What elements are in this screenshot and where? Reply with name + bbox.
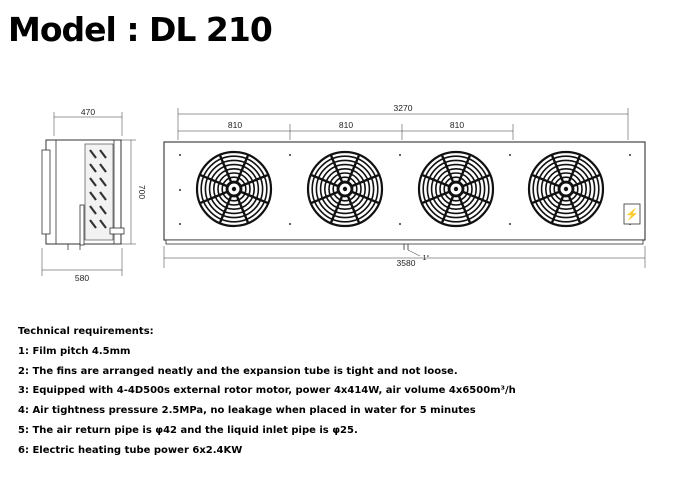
requirement-item: 4: Air tightness pressure 2.5MPa, no lea… — [18, 405, 476, 417]
model-title: Model : DL 210 — [8, 10, 273, 49]
fan-motor-center — [453, 186, 459, 192]
fan-guard — [417, 150, 495, 228]
side-height-label: 700 — [137, 185, 147, 199]
fan-group — [195, 150, 605, 228]
fan-motor-center — [563, 186, 569, 192]
requirement-item: 6: Electric heating tube power 6x2.4KW — [18, 444, 243, 456]
coil-tubes — [89, 149, 107, 229]
requirement-item: 3: Equipped with 4-4D500s external rotor… — [18, 385, 516, 397]
total-length-label: 3580 — [397, 258, 416, 268]
technical-requirements: Technical requirements: 1: Film pitch 4.… — [18, 322, 516, 461]
fan-motor-center — [231, 186, 237, 192]
spacing-label-1: 810 — [228, 120, 242, 130]
slope-label: 1° — [423, 254, 430, 262]
side-depth-label: 580 — [75, 273, 89, 283]
fan-guard — [306, 150, 384, 228]
electrical-hazard-icon: ⚡ — [625, 208, 639, 221]
side-view — [41, 112, 136, 276]
requirement-item: 2: The fins are arranged neatly and the … — [18, 365, 458, 377]
requirement-item: 5: The air return pipe is φ42 and the li… — [18, 424, 358, 436]
fan-guard — [195, 150, 273, 228]
spacing-label-3: 810 — [450, 120, 464, 130]
overall-dimension-label: 3270 — [394, 103, 413, 113]
requirements-heading: Technical requirements: — [18, 326, 154, 337]
requirement-item: 1: Film pitch 4.5mm — [18, 345, 131, 357]
mounting-bolts — [179, 154, 631, 225]
fan-guard — [527, 150, 605, 228]
side-width-label: 470 — [81, 107, 95, 117]
spacing-label-2: 810 — [339, 120, 353, 130]
fan-motor-center — [342, 186, 348, 192]
